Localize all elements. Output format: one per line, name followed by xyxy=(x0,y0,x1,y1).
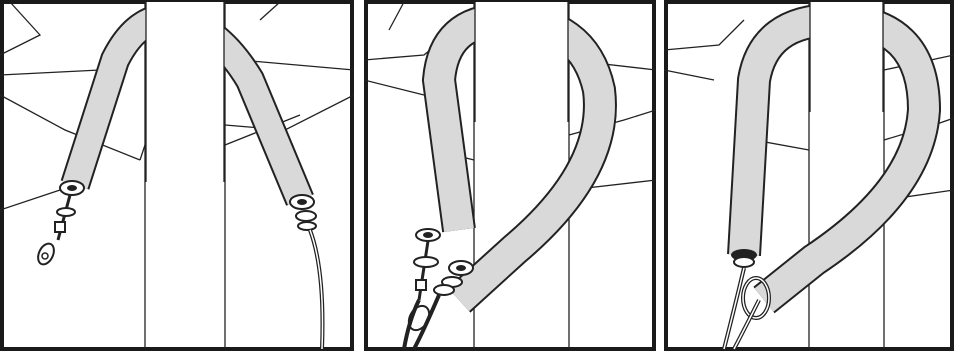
panel-step-3 xyxy=(664,0,954,351)
sling-body xyxy=(729,4,940,312)
step-1-illustration xyxy=(0,0,354,351)
step-2-illustration xyxy=(364,0,656,351)
trunk-front xyxy=(146,2,224,182)
panel-step-2 xyxy=(364,0,656,351)
trunk-front xyxy=(810,2,883,112)
panel-step-1 xyxy=(0,0,354,351)
trunk-front xyxy=(475,2,568,122)
snap-hook xyxy=(407,304,431,332)
step-3-illustration xyxy=(664,0,954,351)
sling-body xyxy=(423,4,615,312)
